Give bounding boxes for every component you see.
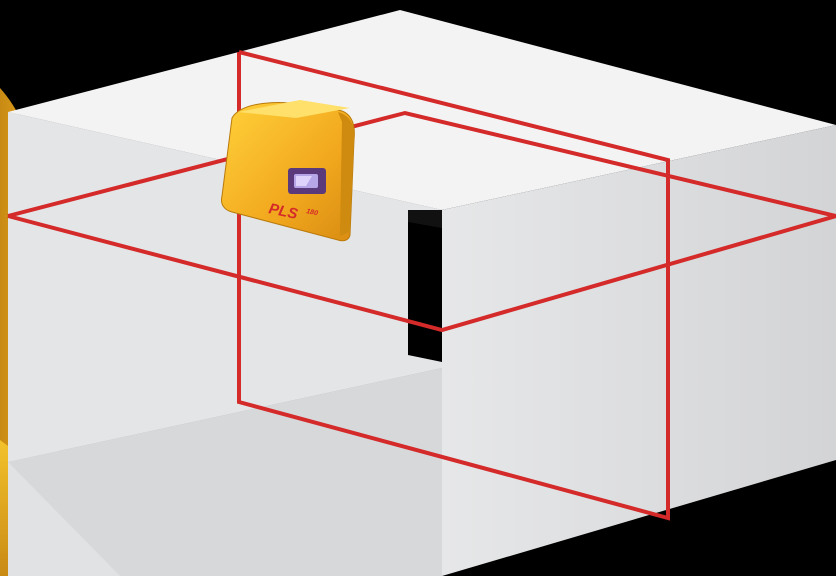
laser-vertical-plane: [237, 50, 670, 521]
tool-housing: [221, 102, 355, 242]
tool-lens-glare: [296, 176, 312, 186]
doorway-opening: [408, 210, 442, 362]
model-label: 180: [306, 208, 319, 217]
brand-label: PLS: [267, 200, 299, 223]
tool-side-shade: [338, 112, 355, 236]
tool-top-cap: [238, 100, 350, 118]
box-front-left-face: [8, 368, 442, 576]
doorway-shadow: [408, 210, 442, 228]
box-top-face: [8, 10, 836, 210]
box-right-face: [442, 125, 836, 576]
laser-level-tool: PLS 180: [221, 100, 355, 242]
